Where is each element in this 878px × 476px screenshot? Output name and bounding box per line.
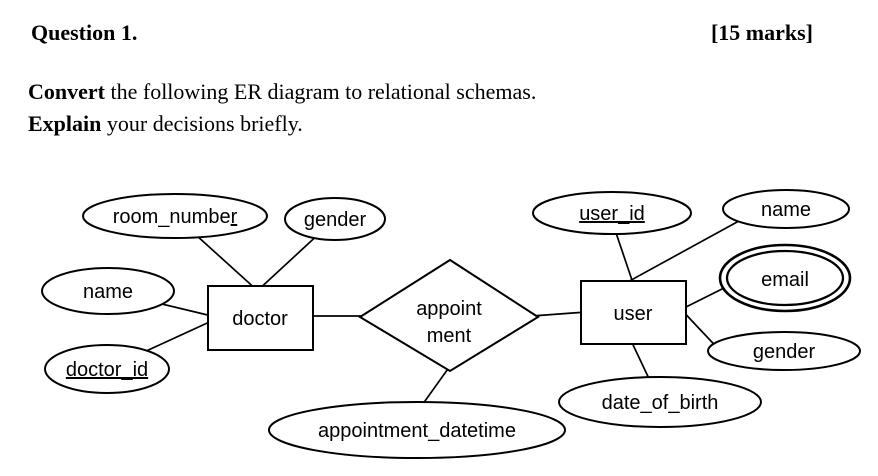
room-number-label: room_number [113, 206, 238, 228]
question-header: Question 1. [15 marks] [31, 20, 813, 46]
user-name-label: name [761, 199, 811, 221]
entity-user: user [580, 280, 687, 345]
attribute-user-id: user_id [532, 191, 692, 235]
doctor-rect [207, 285, 314, 351]
instruction-1-text: the following ER diagram to relational s… [104, 79, 537, 104]
user-rect [580, 280, 687, 345]
instruction-1-keyword: Convert [28, 79, 105, 104]
entity-doctor: doctor [207, 285, 314, 351]
doctor-id-label: doctor_id [66, 359, 148, 381]
attribute-user-email-multivalued: email [718, 243, 852, 313]
attribute-doctor-id: doctor_id [44, 344, 170, 394]
email-inner-oval [725, 249, 845, 307]
appointment-datetime-label: appointment_datetime [318, 420, 516, 442]
instructions: Convert the following ER diagram to rela… [28, 76, 536, 140]
question-title: Question 1. [31, 20, 138, 45]
attribute-user-gender: gender [707, 331, 861, 371]
attribute-doctor-gender: gender [284, 197, 386, 241]
email-label: email [761, 269, 809, 291]
date-of-birth-label: date_of_birth [602, 392, 719, 414]
doctor-name-label: name [83, 281, 133, 303]
appointment-label-line2: ment [427, 325, 472, 347]
user-label: user [614, 303, 653, 325]
appointment-label-line1: appoint [416, 298, 482, 320]
room-number-oval [82, 193, 268, 239]
edge-appointment-datetime [419, 365, 451, 409]
instruction-line-2: Explain your decisions briefly. [28, 108, 536, 140]
doctor-id-oval [44, 344, 170, 394]
attribute-appointment-datetime: appointment_datetime [268, 401, 566, 459]
user-id-label: user_id [579, 203, 645, 225]
relationship-appointment: appoint ment [358, 258, 540, 373]
attribute-room-number: room_number [82, 193, 268, 239]
doctor-name-oval [41, 267, 175, 315]
attribute-date-of-birth: date_of_birth [558, 376, 762, 428]
user-gender-label: gender [753, 341, 816, 363]
attribute-user-name: name [722, 189, 850, 229]
user-name-oval [722, 189, 850, 229]
doctor-gender-oval [284, 197, 386, 241]
doctor-gender-label: gender [304, 209, 367, 231]
instruction-2-keyword: Explain [28, 111, 102, 136]
er-diagram-canvas: room_number gender name doctor_id user_i… [41, 189, 861, 459]
instruction-line-1: Convert the following ER diagram to rela… [28, 76, 536, 108]
instruction-2-text: your decisions briefly. [101, 111, 303, 136]
user-id-oval [532, 191, 692, 235]
appointment-diamond [358, 258, 540, 373]
attribute-doctor-name: name [41, 267, 175, 315]
doctor-label: doctor [232, 308, 288, 330]
appointment-datetime-oval [268, 401, 566, 459]
edge-name-user [623, 215, 749, 285]
marks-label: [15 marks] [710, 20, 813, 45]
user-gender-oval [707, 331, 861, 371]
date-of-birth-oval [558, 376, 762, 428]
